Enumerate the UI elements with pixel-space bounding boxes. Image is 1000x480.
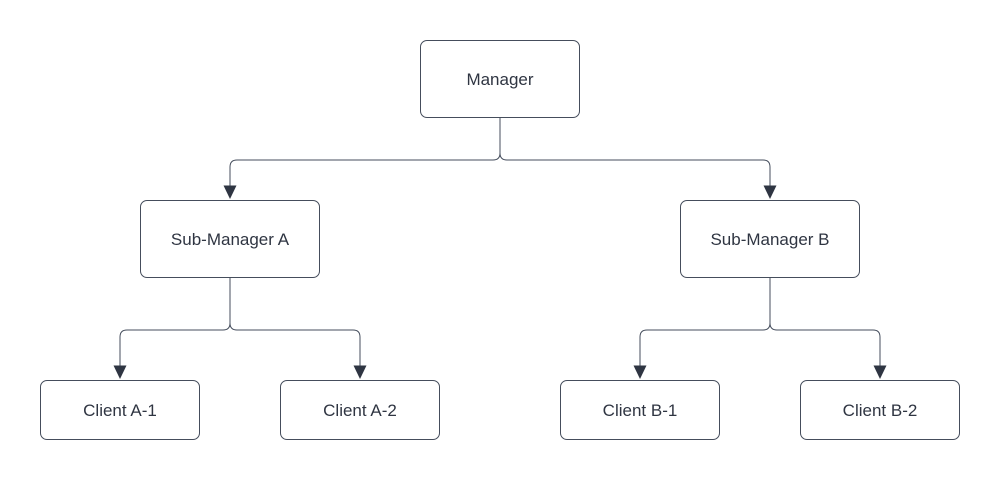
node-manager: Manager bbox=[420, 40, 580, 118]
edge-sub-manager-b-to-client-b-1 bbox=[633, 278, 771, 379]
node-client-b-2-label: Client B-2 bbox=[842, 400, 918, 420]
edge-manager-to-sub-manager-a bbox=[223, 118, 501, 199]
node-sub-manager-a: Sub-Manager A bbox=[140, 200, 320, 278]
edge-manager-to-sub-manager-b bbox=[499, 118, 777, 199]
node-sub-manager-b: Sub-Manager B bbox=[680, 200, 860, 278]
node-client-a-2: Client A-2 bbox=[280, 380, 440, 440]
edge-sub-manager-b-to-client-b-2 bbox=[769, 278, 887, 379]
node-sub-manager-a-label: Sub-Manager A bbox=[170, 229, 290, 249]
node-client-b-1: Client B-1 bbox=[560, 380, 720, 440]
node-client-b-1-label: Client B-1 bbox=[602, 400, 678, 420]
node-sub-manager-b-label: Sub-Manager B bbox=[710, 229, 830, 249]
node-client-a-1-label: Client A-1 bbox=[83, 400, 157, 420]
node-client-a-2-label: Client A-2 bbox=[323, 400, 397, 420]
edge-sub-manager-a-to-client-a-2 bbox=[229, 278, 367, 379]
node-client-a-1: Client A-1 bbox=[40, 380, 200, 440]
node-client-b-2: Client B-2 bbox=[800, 380, 960, 440]
edge-sub-manager-a-to-client-a-1 bbox=[113, 278, 231, 379]
node-manager-label: Manager bbox=[466, 69, 534, 89]
